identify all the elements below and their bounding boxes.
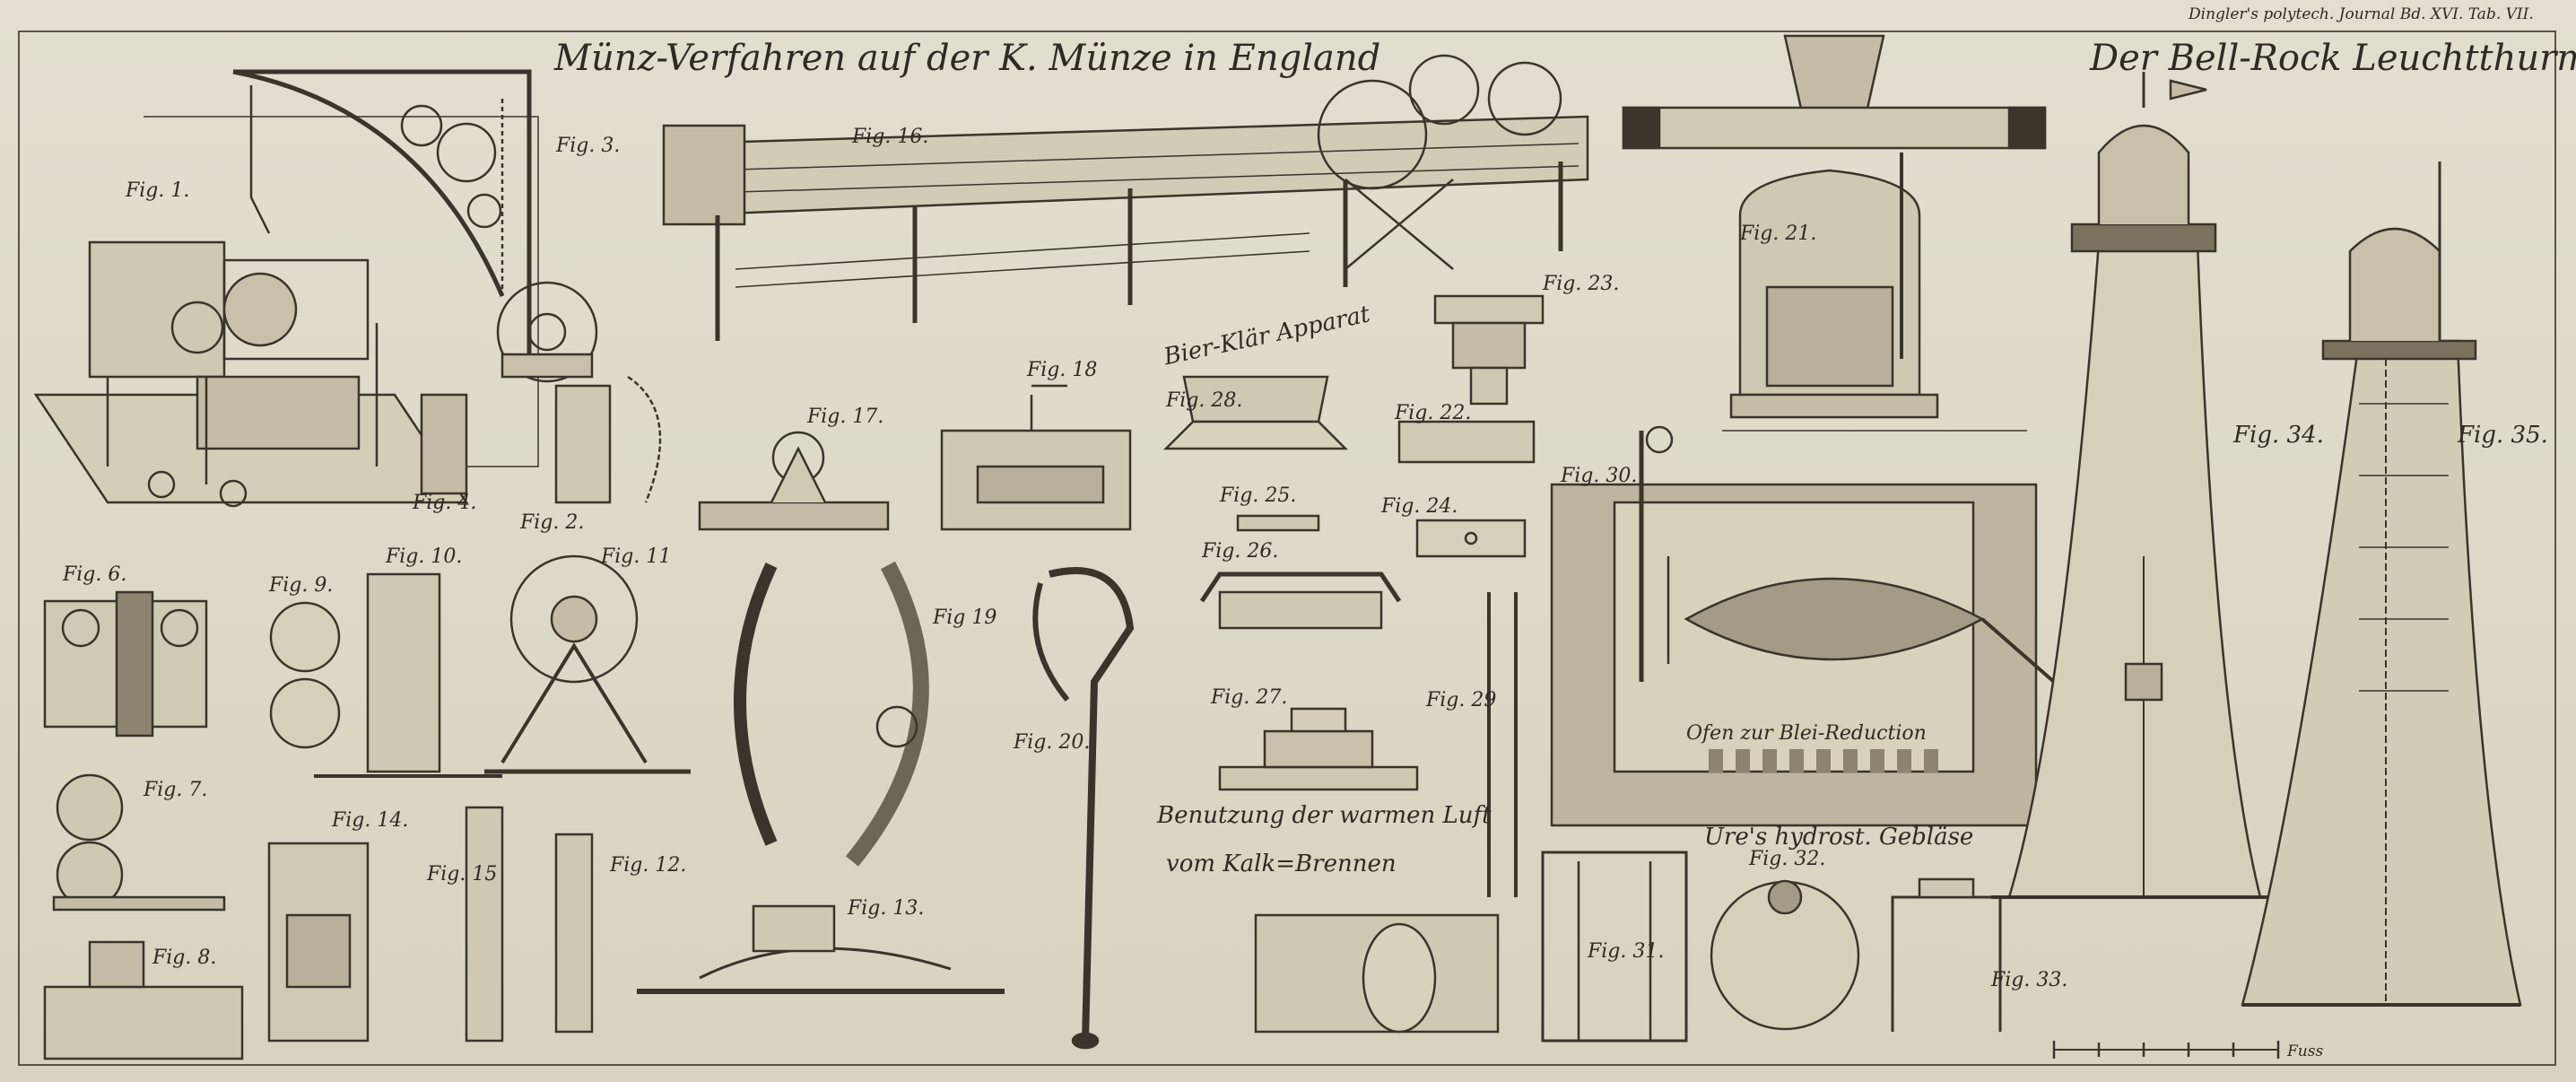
label-fig28: Fig. 28.: [1166, 389, 1243, 412]
journal-reference: Dingler's polytech. Journal Bd. XVI. Tab…: [2189, 5, 2534, 23]
fig35-lighthouse-section: [2241, 161, 2522, 1007]
label-fig31: Fig. 31.: [1588, 940, 1665, 963]
fig34-lighthouse-exterior: [1991, 72, 2278, 899]
label-fig15: Fig. 15: [427, 863, 498, 886]
label-fig33: Fig. 33.: [1991, 969, 2068, 991]
label-fig1: Fig. 1.: [126, 179, 190, 202]
fig24-plate: [1415, 519, 1527, 558]
fig11-wheel: [484, 554, 691, 774]
fig20-tongs: [1032, 567, 1135, 1050]
label-fig17: Fig. 17.: [807, 406, 884, 428]
label-fig2: Fig. 2.: [520, 511, 585, 534]
caption-benutzung: Benutzung der warmen Luft: [1157, 802, 1492, 829]
fig2-fig4-parts: [420, 375, 662, 504]
fig26-bracket: [1199, 572, 1402, 630]
label-fig22: Fig. 22.: [1395, 402, 1472, 424]
label-fig9: Fig. 9.: [269, 574, 334, 597]
label-fig19: Fig 19: [933, 606, 997, 629]
label-fig11: Fig. 11: [601, 545, 672, 568]
label-fig16: Fig. 16.: [852, 126, 929, 148]
fig17-lever-device: [698, 431, 890, 531]
caption-kalk: vom Kalk=Brennen: [1166, 851, 1397, 877]
label-fig8: Fig. 8.: [152, 947, 217, 969]
label-fig30: Fig. 30.: [1561, 465, 1638, 487]
fig30-furnace: [1550, 425, 2056, 827]
fig22-collar: [1397, 420, 1536, 464]
fig14-frame: [267, 842, 370, 1043]
title-lighthouse: Der Bell-Rock Leuchtthurm: [2090, 38, 2576, 79]
fig31-vessel: [1541, 851, 1688, 1043]
fig3-crane: [232, 69, 598, 383]
fig25-disc: [1236, 514, 1320, 532]
caption-ofen: Ofen zur Blei-Reduction: [1686, 722, 1927, 745]
label-fig32: Fig. 32.: [1749, 848, 1826, 870]
label-fig34: Fig. 34.: [2233, 422, 2324, 449]
fig13-rail-mechanism: [637, 904, 1005, 994]
caption-scale: Fuss: [2287, 1043, 2324, 1060]
fig18-gear-box: [940, 384, 1132, 531]
fig28-clarifier: [1162, 375, 1349, 450]
label-fig13: Fig. 13.: [848, 897, 925, 920]
label-fig14: Fig. 14.: [332, 809, 409, 832]
label-fig35: Fig. 35.: [2458, 422, 2548, 449]
label-fig18: Fig. 18: [1027, 359, 1098, 381]
fig19-curved-segment: [734, 561, 929, 867]
label-fig12: Fig. 12.: [610, 854, 687, 877]
fig29-pipe-kiln: [1254, 592, 1518, 1034]
plate-border: [18, 31, 2556, 1066]
caption-geblaese: Ure's hydrost. Gebläse: [1704, 824, 1974, 851]
scale-bar: [2052, 1041, 2280, 1059]
fig7-rollers: [52, 773, 226, 912]
fig6-rolling-mill: [43, 590, 208, 737]
fig8-stamp: [43, 940, 244, 1060]
label-fig7: Fig. 7.: [144, 779, 208, 801]
label-fig23: Fig. 23.: [1543, 273, 1620, 295]
title-minting: Münz-Verfahren auf der K. Münze in Engla…: [554, 38, 1381, 79]
fig23-die: [1433, 294, 1545, 406]
label-fig10: Fig. 10.: [386, 545, 463, 568]
label-fig24: Fig. 24.: [1381, 495, 1458, 518]
fig9-rolls: [269, 601, 341, 749]
fig15-column: [465, 806, 504, 1043]
fig21-coining-press: [1622, 34, 2047, 432]
fig10-press: [314, 572, 502, 778]
label-fig29: Fig. 29: [1426, 689, 1497, 711]
fig32-drum: [1710, 879, 1860, 1031]
fig1-coin-cutting-machine: [33, 116, 539, 508]
label-fig20: Fig. 20.: [1014, 731, 1091, 754]
label-fig25: Fig. 25.: [1220, 484, 1297, 507]
fig16-rolling-machine: [662, 54, 1589, 341]
label-fig27: Fig. 27.: [1211, 686, 1288, 709]
label-fig21: Fig. 21.: [1740, 223, 1817, 245]
label-fig26: Fig. 26.: [1202, 540, 1279, 563]
fig33-bell: [1891, 877, 2002, 1032]
fig27-stepped-block: [1218, 707, 1419, 791]
label-fig6: Fig. 6.: [63, 563, 127, 586]
label-fig4: Fig. 4.: [413, 492, 477, 514]
fig12-upright: [554, 833, 594, 1034]
label-fig3: Fig. 3.: [556, 135, 621, 157]
